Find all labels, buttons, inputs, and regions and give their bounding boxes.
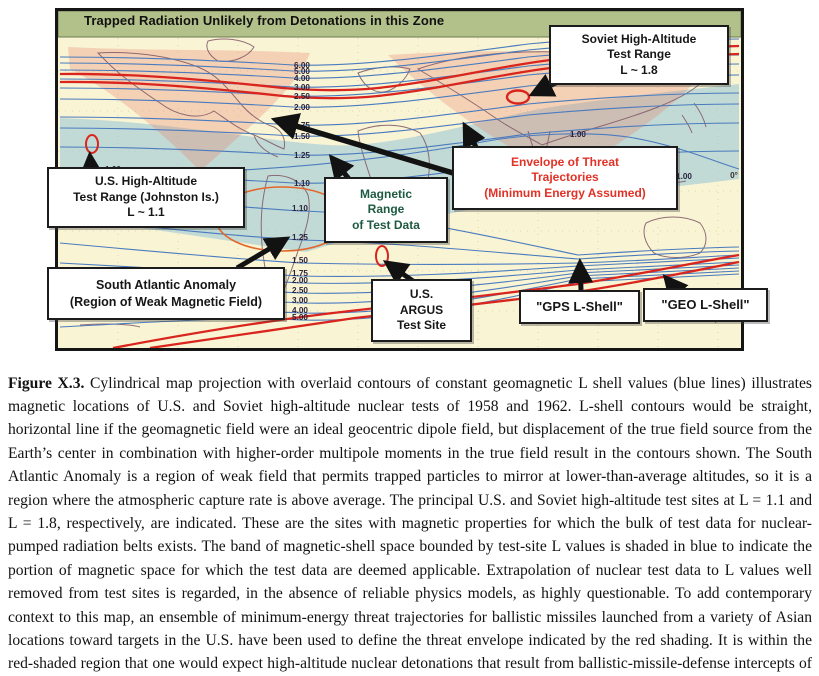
contour-label: 3.00 <box>294 83 310 92</box>
contour-label: 1.10 <box>294 179 310 188</box>
banner-band-edge <box>58 11 741 38</box>
callout-line: Soviet High-Altitude <box>581 31 697 46</box>
callout-line: L ~ 1.1 <box>127 205 165 220</box>
callout-magnetic-range: Magnetic Range of Test Data <box>324 177 448 243</box>
contour-label: 1.25 <box>292 233 308 242</box>
callout-threat-envelope: Envelope of Threat Trajectories (Minimum… <box>452 146 678 210</box>
contour-label: 1.00 <box>676 172 692 181</box>
callout-line: U.S. High-Altitude <box>95 174 197 189</box>
contour-label: 1.75 <box>294 121 310 130</box>
soviet-test-range-ellipse <box>505 89 531 105</box>
callout-geo-lshell: "GEO L-Shell" <box>643 288 768 322</box>
callout-line: U.S. <box>409 287 434 302</box>
callout-line: (Region of Weak Magnetic Field) <box>69 294 263 309</box>
callout-line: "GEO L-Shell" <box>661 296 750 312</box>
contour-label: 1.10 <box>292 204 308 213</box>
callout-south-atlantic-anomaly: South Atlantic Anomaly (Region of Weak M… <box>47 267 285 320</box>
contour-label: 5.00 <box>294 67 310 76</box>
figure-caption-label: Figure X.3. <box>8 374 85 392</box>
meridian-label: 0° <box>730 171 738 180</box>
contour-label: 4.00 <box>292 306 308 315</box>
callout-line: South Atlantic Anomaly <box>95 278 237 293</box>
figure-caption: Figure X.3. Cylindrical map projection w… <box>8 372 812 676</box>
callout-line: "GPS L-Shell" <box>536 298 623 314</box>
contour-label: 3.00 <box>292 296 308 305</box>
callout-line: of Test Data <box>352 217 420 232</box>
callout-soviet-test-range: Soviet High-Altitude Test Range L ~ 1.8 <box>549 25 729 85</box>
callout-us-test-range: U.S. High-Altitude Test Range (Johnston … <box>47 167 245 228</box>
callout-line: Magnetic <box>359 186 412 201</box>
contour-label: 5.00 <box>292 313 308 322</box>
argus-site-ellipse <box>375 245 389 267</box>
callout-argus-test-site: U.S. ARGUS Test Site <box>371 279 472 342</box>
contour-label: 2.00 <box>294 103 310 112</box>
callout-line: Range <box>367 202 405 217</box>
callout-line: Trajectories <box>531 170 599 185</box>
callout-line: ARGUS <box>399 302 444 317</box>
callout-line: Test Range (Johnston Is.) <box>73 189 219 204</box>
callout-line: Test Range <box>607 47 671 62</box>
contour-label: 2.50 <box>292 286 308 295</box>
map-banner-title: Trapped Radiation Unlikely from Detonati… <box>84 13 445 28</box>
contour-label: 1.50 <box>292 256 308 265</box>
figure-caption-body: Cylindrical map projection with overlaid… <box>8 374 812 673</box>
contour-label: 2.50 <box>294 92 310 101</box>
contour-label: 2.00 <box>292 276 308 285</box>
callout-line: L ~ 1.8 <box>620 62 658 77</box>
callout-line: (Minimum Energy Assumed) <box>484 185 646 200</box>
contour-label: 1.50 <box>294 132 310 141</box>
callout-line: Envelope of Threat <box>510 154 620 169</box>
callout-gps-lshell: "GPS L-Shell" <box>519 290 640 324</box>
contour-label: 6.00 <box>294 61 310 70</box>
callout-line: Test Site <box>396 318 447 333</box>
contour-label: 1.25 <box>294 151 310 160</box>
contour-label: 1.75 <box>292 269 308 278</box>
contour-label: 4.00 <box>294 74 310 83</box>
contour-label: 1.00 <box>570 130 586 139</box>
